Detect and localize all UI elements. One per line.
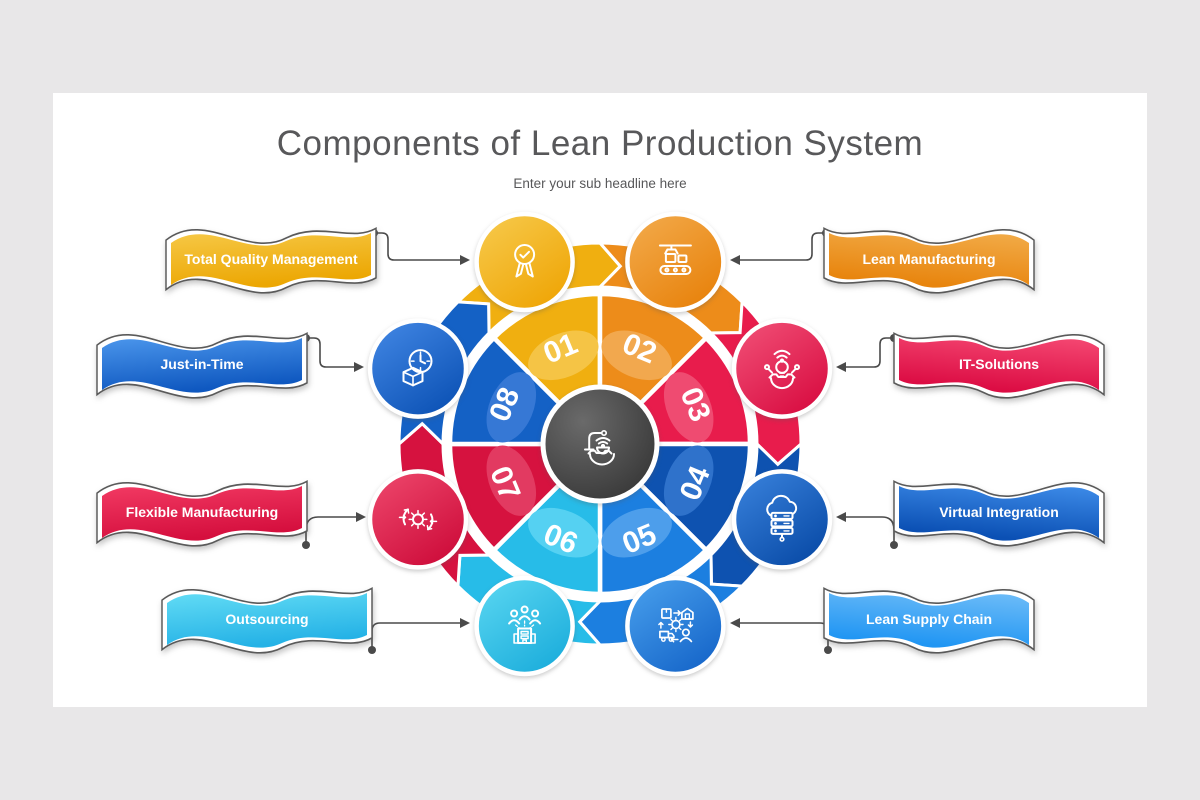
ribbon-label: Lean Manufacturing	[862, 251, 995, 267]
ribbon-total-quality-management: Total Quality Management	[165, 226, 377, 294]
segment-icon-circle-05	[625, 575, 726, 677]
connector-line	[306, 337, 355, 368]
connector-lean-supply-chain	[730, 618, 832, 654]
page-title: Components of Lean Production System	[276, 124, 924, 163]
connector-line	[739, 622, 829, 650]
segment-blob	[601, 330, 672, 381]
connector-line	[845, 516, 895, 545]
connector-dot	[890, 541, 898, 549]
clock-box-icon	[402, 349, 433, 387]
ribbon-label: Total Quality Management	[184, 251, 358, 267]
ribbon-shape	[899, 486, 1099, 541]
cloud-server-icon	[766, 494, 798, 542]
segment-blob	[528, 507, 599, 558]
ribbon-label: Just-in-Time	[161, 356, 244, 372]
center-circle	[540, 384, 660, 504]
innovation-icon	[764, 349, 800, 390]
connector-total-quality-management	[370, 229, 470, 265]
arrowhead-icon	[356, 512, 366, 522]
arrowhead-icon	[460, 618, 470, 628]
robotic-arm-gear-icon	[584, 429, 615, 466]
ribbon-shape	[829, 233, 1029, 288]
ribbon-label: IT-Solutions	[959, 356, 1039, 372]
ribbon-label: Outsourcing	[225, 611, 308, 627]
segment-blob	[601, 507, 672, 558]
ribbon-virtual-integration: Virtual Integration	[893, 479, 1105, 547]
ribbon-lean-manufacturing: Lean Manufacturing	[823, 226, 1035, 294]
ribbon-label: Lean Supply Chain	[866, 611, 992, 627]
connector-dot	[302, 541, 310, 549]
connector-line	[374, 232, 461, 261]
connector-dot	[368, 646, 376, 654]
medal-icon	[514, 244, 536, 278]
segment-blob	[663, 445, 714, 516]
arrowhead-icon	[354, 362, 364, 372]
ribbon-shape	[102, 338, 302, 393]
ribbon-outsourcing: Outsourcing	[161, 586, 373, 654]
arrowhead-icon	[836, 362, 846, 372]
connector-lean-manufacturing	[730, 229, 830, 265]
connector-outsourcing	[368, 618, 470, 654]
connector-it-solutions	[836, 334, 898, 372]
ribbon-shape	[171, 233, 371, 288]
ribbon-shape	[167, 593, 367, 648]
connector-line	[845, 337, 894, 368]
ribbon-label: Virtual Integration	[939, 504, 1059, 520]
segment-blob	[528, 330, 599, 381]
segment-blob	[663, 372, 714, 443]
connector-line	[739, 232, 826, 261]
page-subtitle: Enter your sub headline here	[513, 176, 687, 191]
connector-virtual-integration	[836, 512, 898, 549]
segment-icon-circle-08	[367, 318, 469, 419]
segment-blob	[486, 445, 537, 516]
process-arrows-gear-icon	[398, 508, 438, 531]
ribbon-shape	[899, 338, 1099, 393]
segment-icon-circle-07	[367, 469, 469, 570]
arrowhead-icon	[730, 618, 740, 628]
team-building-icon	[508, 605, 542, 644]
connector-line	[371, 622, 461, 650]
ribbon-lean-supply-chain: Lean Supply Chain	[823, 586, 1035, 654]
segment-blob	[486, 372, 537, 443]
segment-icon-circle-03	[731, 318, 833, 419]
arrowhead-icon	[730, 255, 740, 265]
supply-chain-icon	[658, 607, 694, 643]
ribbon-shape	[102, 486, 302, 541]
connector-flexible-manufacturing	[302, 512, 366, 549]
ribbon-label: Flexible Manufacturing	[126, 504, 278, 520]
segment-icon-circle-01	[474, 211, 575, 313]
connector-dot	[824, 646, 832, 654]
connector-just-in-time	[302, 334, 364, 372]
ribbon-just-in-time: Just-in-Time	[96, 331, 308, 399]
arrowhead-icon	[460, 255, 470, 265]
connector-line	[305, 516, 357, 545]
ribbon-flexible-manufacturing: Flexible Manufacturing	[96, 479, 308, 547]
ribbon-it-solutions: IT-Solutions	[893, 331, 1105, 399]
ribbon-shape	[829, 593, 1029, 648]
conveyor-icon	[658, 244, 692, 275]
arrowhead-icon	[836, 512, 846, 522]
